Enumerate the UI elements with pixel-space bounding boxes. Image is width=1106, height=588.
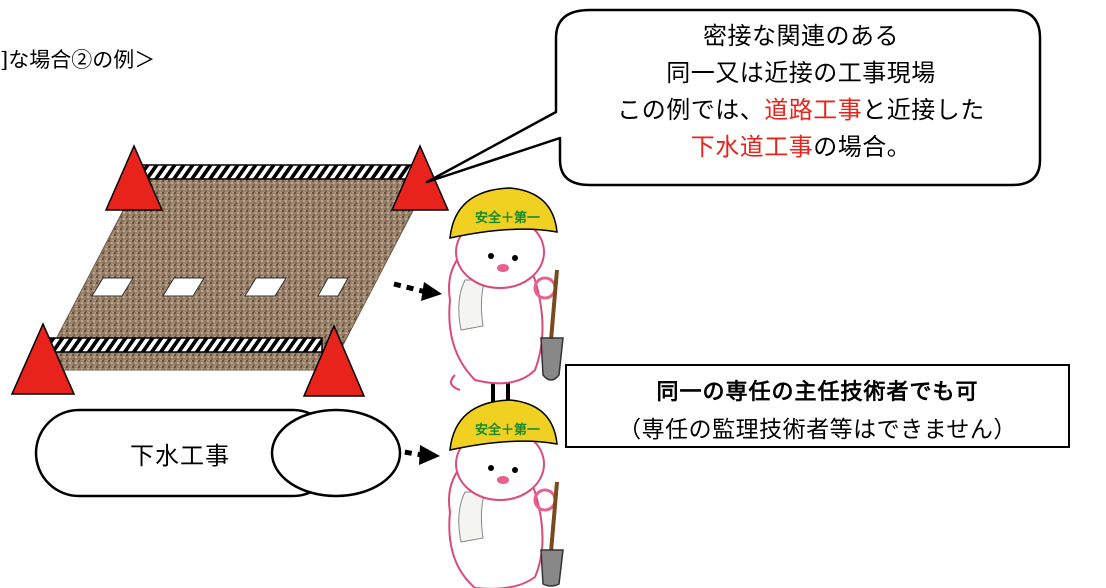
traffic-cones [10, 144, 450, 397]
callout-text: 密接な関連のある 同一又は近接の工事現場 この例では、道路工事と近接した 下水道… [566, 18, 1036, 166]
pipe-label: 下水工事 [130, 442, 230, 470]
callout-line3-suffix: と近接した [862, 96, 985, 124]
callout-sewer-work: 下水道工事 [690, 133, 814, 161]
cone-top-left [104, 144, 164, 211]
callout-road-work: 道路工事 [764, 96, 863, 124]
callout-line2: 同一又は近接の工事現場 [666, 59, 936, 87]
callout-line3: この例では、道路工事と近接した [566, 92, 1036, 129]
lane-markings [91, 277, 349, 297]
barricade-bottom [39, 337, 323, 353]
mascot-top: 安全＋第一 [448, 187, 564, 391]
callout-line1: 密接な関連のある [703, 22, 899, 50]
arrow-road-to-mascot [393, 281, 427, 295]
section-heading: ]な場合②の例＞ [0, 48, 156, 72]
result-box: 同一の専任の主任技術者でも可 （専任の監理技術者等はできません） [565, 364, 1070, 448]
helmet-text-2: 安全＋第一 [475, 422, 540, 438]
barricade-top [137, 164, 421, 180]
result-line1: 同一の専任の主任技術者でも可 [656, 380, 979, 405]
result-line2: （専任の監理技術者等はできません） [618, 417, 1017, 443]
arrows [391, 281, 442, 465]
callout-line4-suffix: の場合。 [813, 133, 912, 161]
callout-bubble [425, 8, 1042, 187]
callout-line3-prefix: この例では、 [617, 96, 765, 124]
cone-bottom-left [10, 322, 76, 395]
mascot-bottom: 安全＋第一 [448, 399, 564, 588]
callout-line4: 下水道工事の場合。 [566, 129, 1036, 166]
cone-bottom-right [302, 324, 366, 397]
helmet-text: 安全＋第一 [475, 210, 540, 226]
sewer-pipe [34, 408, 402, 498]
